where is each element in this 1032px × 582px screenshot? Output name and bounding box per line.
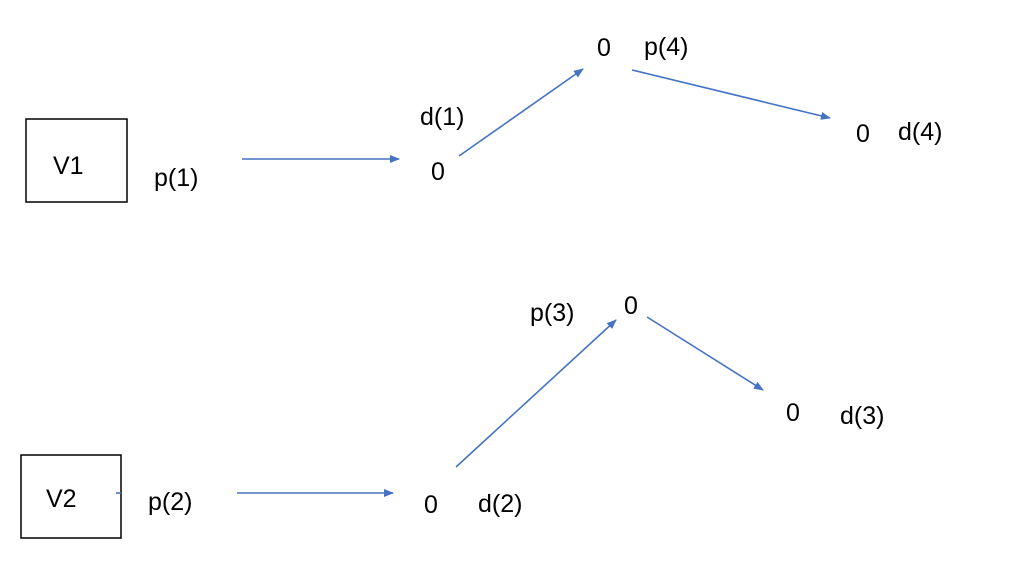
node-n4: 0 — [597, 34, 611, 62]
node-n1: 0 — [431, 158, 445, 186]
label-p1: p(1) — [154, 164, 198, 192]
node-n2: 0 — [424, 491, 438, 519]
arrow-n2-to-n3 — [455, 319, 617, 468]
label-d2: d(2) — [478, 490, 522, 518]
node-n3: 0 — [624, 292, 638, 320]
box-v1 — [25, 118, 128, 203]
node-n4d: 0 — [856, 120, 870, 148]
label-p3: p(3) — [530, 299, 574, 327]
label-d3: d(3) — [840, 402, 884, 430]
arrow-n1-to-n4 — [458, 68, 584, 157]
label-d1: d(1) — [420, 103, 464, 131]
arrow-n3-to-n3d — [646, 316, 764, 391]
label-d4: d(4) — [898, 118, 942, 146]
arrow-n4-to-n4d — [631, 69, 831, 120]
label-p4: p(4) — [644, 33, 688, 61]
label-p2: p(2) — [148, 488, 192, 516]
box-v2 — [20, 454, 122, 539]
box-v1-label: V1 — [53, 152, 84, 180]
box-v2-label: V2 — [46, 485, 77, 513]
node-n3d: 0 — [786, 399, 800, 427]
